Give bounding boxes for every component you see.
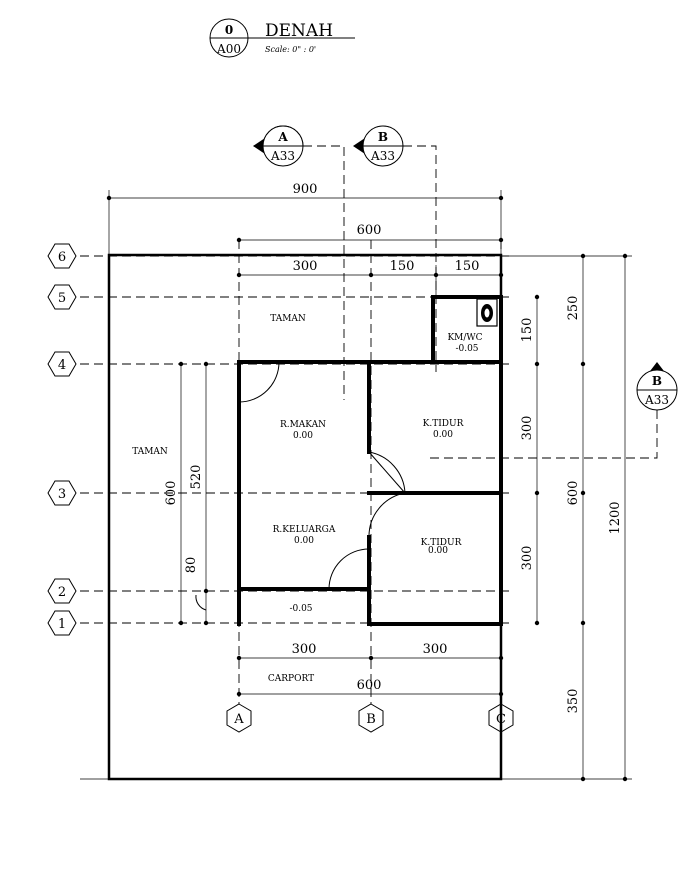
dimension-labels: 900 600 300 150 150 250 150 300 300 600 … <box>164 182 623 713</box>
dim-300-right-b: 300 <box>520 546 535 571</box>
section-a-sheet: A33 <box>270 149 295 163</box>
site-boundary <box>107 253 503 781</box>
dim-300-bottom-a: 300 <box>292 642 317 657</box>
dim-600-right: 600 <box>566 481 581 506</box>
room-kmwc: KM/WC <box>447 333 482 343</box>
svg-text:A: A <box>233 712 244 727</box>
room-makan: R.MAKAN <box>280 420 326 430</box>
title-block: 0 A00 DENAH Scale: 0" : 0' <box>209 18 355 58</box>
grid-row-2: 2 <box>47 578 77 604</box>
dim-150-right: 150 <box>520 318 535 343</box>
dim-520-left: 520 <box>189 465 204 490</box>
section-b-right-letter: B <box>652 374 662 388</box>
dim-1200: 1200 <box>608 501 623 534</box>
dim-600-top: 600 <box>357 223 382 238</box>
grid-lines <box>80 240 510 705</box>
room-tidur-1-level: 0.00 <box>433 430 453 440</box>
grid-row-bubbles: 6 5 4 3 2 1 <box>47 243 77 636</box>
dim-600-bottom: 600 <box>357 678 382 693</box>
dim-900: 900 <box>293 182 318 197</box>
room-taman-left: TAMAN <box>132 447 168 457</box>
drawing-scale: Scale: 0" : 0' <box>265 45 316 54</box>
svg-text:3: 3 <box>58 487 66 502</box>
grid-row-1: 1 <box>47 610 77 636</box>
room-taman-top: TAMAN <box>270 314 306 324</box>
door-swing-keluarga <box>328 548 370 590</box>
dim-300-bottom-b: 300 <box>423 642 448 657</box>
svg-text:2: 2 <box>58 585 66 600</box>
section-b-letter: B <box>378 130 388 144</box>
section-b-sheet: A33 <box>370 149 395 163</box>
grid-row-6: 6 <box>47 243 77 269</box>
room-makan-level: 0.00 <box>293 431 313 441</box>
svg-text:B: B <box>366 712 376 727</box>
dim-150-top-a: 150 <box>390 259 415 274</box>
grid-col-a: A <box>226 703 252 733</box>
room-labels: TAMAN TAMAN KM/WC -0.05 R.MAKAN 0.00 K.T… <box>132 314 482 684</box>
door-swing-tidur2 <box>368 492 406 538</box>
toilet-icon <box>476 298 498 327</box>
dim-350: 350 <box>566 689 581 714</box>
doors <box>238 361 406 590</box>
section-b-right-sheet: A33 <box>644 393 669 407</box>
grid-row-3: 3 <box>47 480 77 506</box>
grid-col-bubbles: A B C <box>226 703 514 733</box>
dim-300-top: 300 <box>293 259 318 274</box>
dim-300-right-a: 300 <box>520 416 535 441</box>
dim-150-top-b: 150 <box>455 259 480 274</box>
room-tidur-2: K.TIDUR <box>421 538 462 548</box>
walls <box>237 295 503 626</box>
section-a-letter: A <box>277 130 288 144</box>
section-marker-a: A A33 <box>253 125 304 167</box>
grid-row-4: 4 <box>47 351 77 377</box>
drawing-title: DENAH <box>265 21 333 41</box>
room-keluarga: R.KELUARGA <box>273 525 336 535</box>
room-carport: CARPORT <box>268 674 314 684</box>
svg-text:1: 1 <box>58 617 66 632</box>
room-teras-level: -0.05 <box>289 604 312 614</box>
room-tidur-1: K.TIDUR <box>423 419 464 429</box>
grid-col-b: B <box>358 703 384 733</box>
door-leaf-tidur1 <box>368 451 406 494</box>
dim-80-left: 80 <box>184 557 199 574</box>
svg-text:5: 5 <box>58 291 66 306</box>
dimension-lines <box>80 190 632 782</box>
grid-row-5: 5 <box>47 284 77 310</box>
svg-text:4: 4 <box>58 358 66 373</box>
svg-text:6: 6 <box>58 250 66 265</box>
title-sheet: A00 <box>216 42 241 56</box>
room-keluarga-level: 0.00 <box>294 536 314 546</box>
door-swing-makan <box>238 361 280 403</box>
dim-250: 250 <box>566 296 581 321</box>
dim-600-left: 600 <box>164 481 179 506</box>
section-marker-b-right: B A33 <box>636 362 678 411</box>
section-marker-b-top: B A33 <box>353 125 404 167</box>
room-tidur-2-level: 0.00 <box>428 546 448 556</box>
room-kmwc-level: -0.05 <box>455 344 478 354</box>
title-number: 0 <box>225 23 233 37</box>
